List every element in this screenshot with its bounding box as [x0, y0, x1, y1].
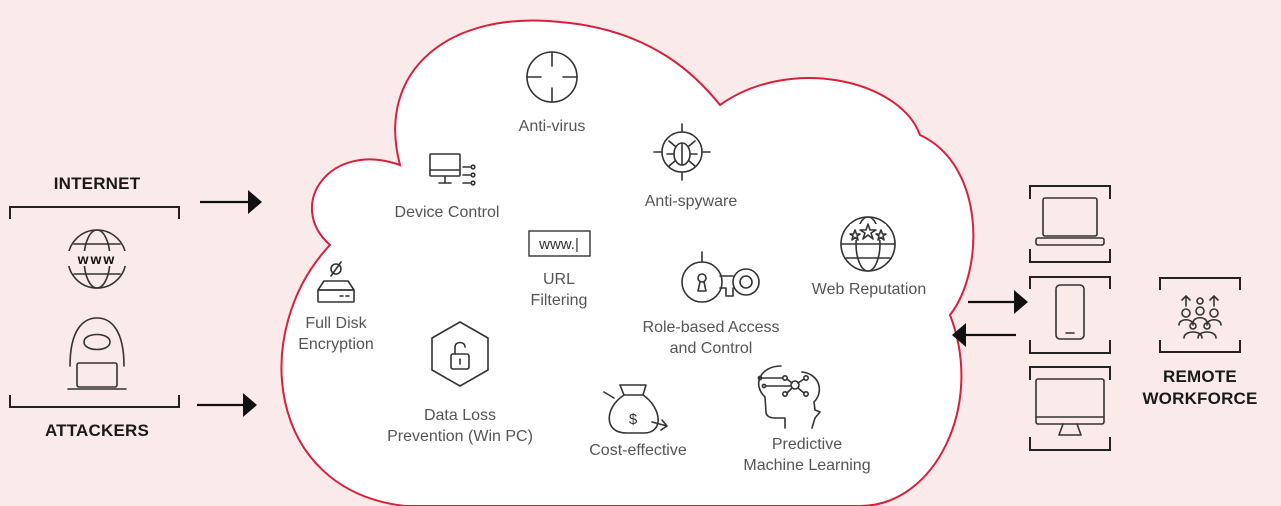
remote-workforce-bracket [1159, 277, 1241, 353]
arrow-attackers [197, 393, 257, 417]
arrow-out-to-devices [968, 290, 1028, 314]
svg-text:www: www [77, 251, 117, 267]
predictive-line1: Predictive [771, 436, 843, 453]
anti-virus-label: Anti-virus [518, 118, 586, 135]
full-disk-line2: Encryption [298, 336, 374, 353]
brain-head-icon [757, 365, 821, 429]
data-loss-line1: Data Loss [423, 407, 497, 424]
data-loss-prevention-label: Data Loss Prevention (Win PC) [370, 405, 550, 447]
crosshair-icon [526, 51, 578, 103]
role-based-access-label: Role-based Access and Control [621, 317, 801, 359]
full-disk-encryption-label: Full Disk Encryption [286, 313, 386, 355]
predictive-ml-label: Predictive Machine Learning [732, 434, 882, 476]
url-filtering-line1: URL [542, 271, 575, 288]
laptop-icon [1035, 197, 1105, 246]
device-control-label: Device Control [394, 204, 500, 221]
web-reputation-label: Web Reputation [811, 281, 927, 298]
padlock-hexagon-icon [431, 321, 489, 387]
desktop-device [1029, 366, 1111, 451]
anti-spyware-label: Anti-spyware [644, 193, 738, 210]
globe-www-icon: www [60, 229, 134, 289]
data-loss-line2: Prevention (Win PC) [387, 428, 533, 445]
remote-workforce-label: REMOTE WORKFORCE [1140, 366, 1260, 410]
svg-text:$: $ [629, 411, 638, 428]
url-box-icon: www.| [528, 230, 591, 257]
remote-line1: REMOTE [1163, 367, 1237, 386]
internet-bracket [9, 206, 180, 219]
predictive-line2: Machine Learning [743, 457, 871, 474]
desktop-monitor-icon [1035, 378, 1105, 436]
arrow-internet [200, 190, 262, 214]
laptop-device [1029, 185, 1111, 263]
attackers-label: ATTACKERS [44, 421, 150, 440]
globe-stars-icon [840, 216, 896, 272]
url-filtering-line2: Filtering [530, 292, 588, 309]
disk-drive-icon [317, 261, 355, 303]
attackers-bracket [9, 395, 180, 408]
money-bag-icon: $ [603, 384, 668, 434]
remote-line2: WORKFORCE [1142, 389, 1258, 408]
role-based-line1: Role-based Access [642, 319, 780, 336]
full-disk-line1: Full Disk [305, 315, 367, 332]
key-icon [681, 251, 760, 303]
cost-effective-label: Cost-effective [589, 442, 687, 459]
team-icon [1178, 295, 1222, 339]
internet-label: INTERNET [53, 174, 141, 193]
role-based-line2: and Control [669, 340, 753, 357]
cloud-shape [280, 19, 975, 506]
arrow-in-to-cloud [952, 323, 1016, 347]
url-box-text: www.| [538, 236, 579, 253]
tablet-icon [1055, 284, 1085, 340]
url-filtering-label: URL Filtering [509, 269, 609, 311]
tablet-device [1029, 276, 1111, 354]
monitor-settings-icon [429, 153, 476, 186]
bug-target-icon [653, 123, 711, 181]
hacker-icon [67, 317, 127, 390]
